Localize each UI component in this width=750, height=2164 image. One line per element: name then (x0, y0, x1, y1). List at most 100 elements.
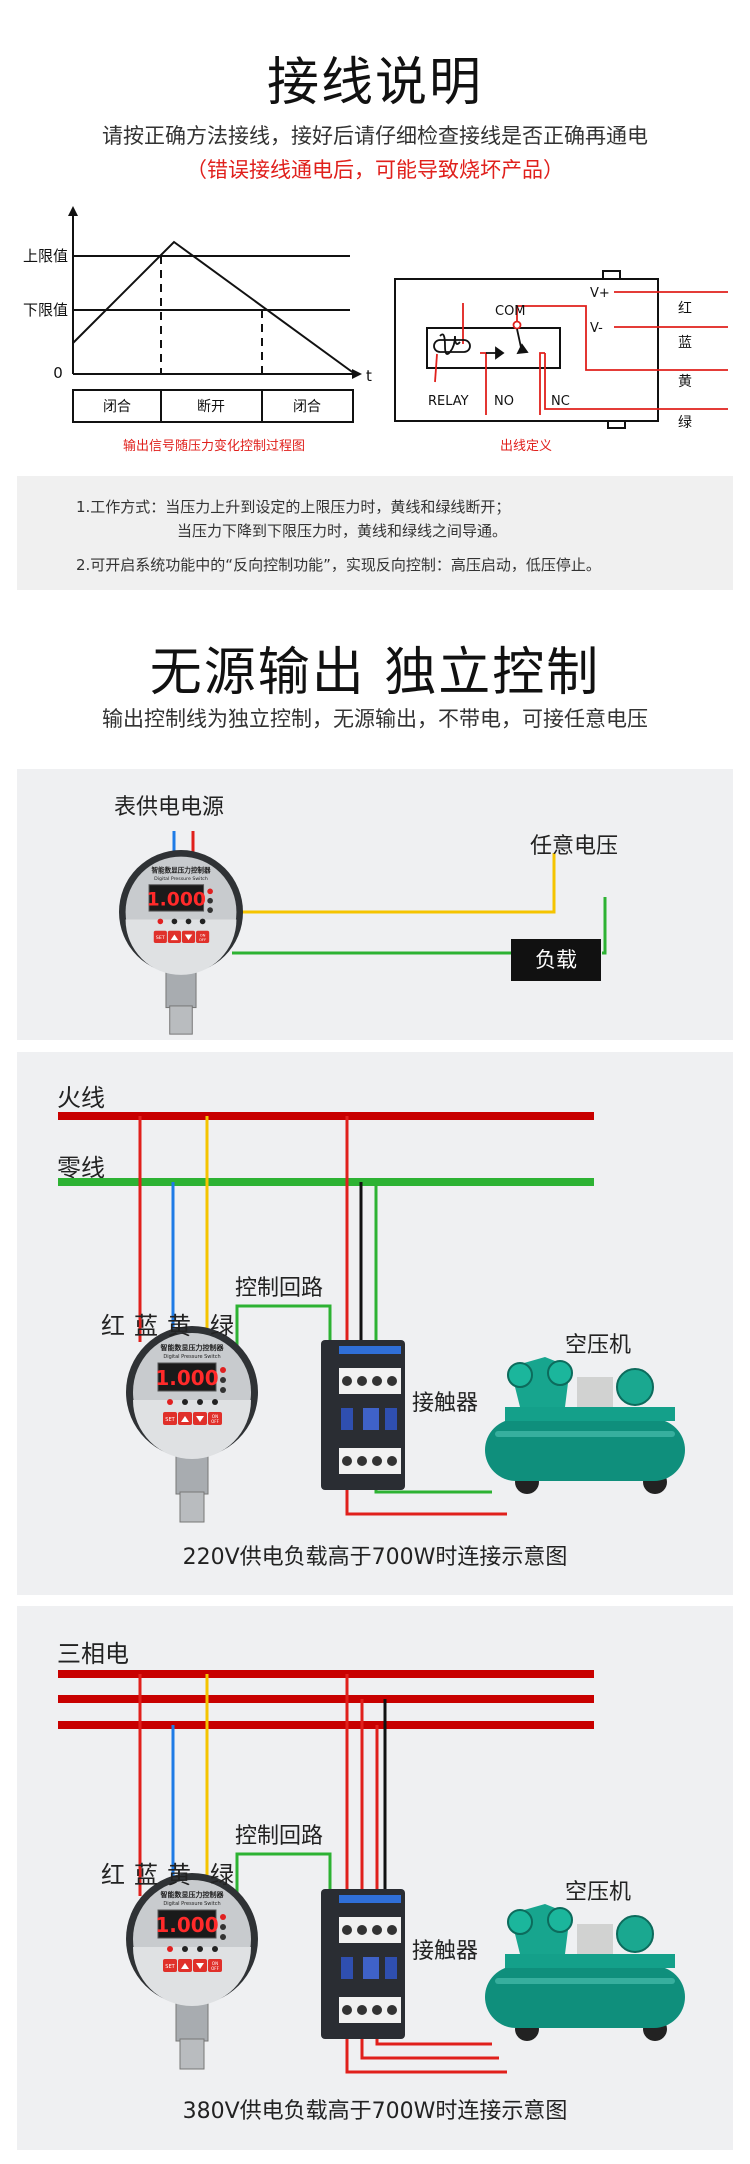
note-2: 2.可开启系统功能中的“反向控制功能”，实现反向控制：高压启动，低压停止。 (76, 556, 601, 574)
wire-red-label: 红 (678, 301, 692, 317)
vminus-label: V- (590, 321, 603, 336)
compressor-base (505, 1954, 675, 1968)
indicator-led (220, 1924, 226, 1930)
section2-subtitle: 输出控制线为独立控制，无源输出，不带电，可接任意电压 (102, 707, 648, 731)
compressor-label: 空压机 (565, 1333, 631, 1358)
gauge-reading: 1.000 (147, 889, 206, 910)
terminal-screw (342, 1376, 352, 1386)
wire-definition-caption: 出线定义 (500, 439, 552, 454)
gauge-display (157, 1362, 217, 1392)
onoff-button (208, 1959, 222, 1972)
set-button (153, 930, 167, 943)
control-loop-label: 控制回路 (235, 1824, 323, 1849)
gauge-thread (179, 1491, 205, 1523)
section2-title: 无源输出 独立控制 (149, 643, 601, 703)
note-1b: 当压力下降到下限压力时，黄线和绿线之间导通。 (177, 522, 508, 540)
lower-limit-label: 下限值 (23, 301, 68, 319)
electric-motor (616, 1368, 654, 1406)
zero-label: 0 (53, 364, 63, 382)
indicator-led (207, 888, 213, 895)
com-label: COM (495, 304, 526, 319)
neutral-label: 零线 (57, 1154, 105, 1182)
status-led (185, 918, 192, 925)
upper-limit-label: 上限值 (23, 247, 68, 265)
nc-label: NC (551, 394, 570, 409)
terminal-screw (357, 1456, 367, 1466)
air-compressor (485, 1357, 685, 1494)
indicator-led (207, 907, 213, 913)
blue-wire-label: 蓝 (134, 1312, 158, 1340)
gauge-display (148, 884, 205, 912)
gauge-reading: 1.000 (155, 1913, 218, 1937)
tank-highlight (495, 1431, 675, 1437)
belt-guard (577, 1924, 613, 1954)
up-arrow-icon (170, 934, 179, 941)
power-label: 表供电电源 (114, 795, 224, 820)
compressor-label: 空压机 (565, 1880, 631, 1905)
flywheel (507, 1909, 533, 1935)
contactor-button (385, 1408, 397, 1430)
gauge-model: Digital Pressure Switch (163, 1901, 220, 1907)
terminal-screw (342, 2005, 352, 2015)
set-label: SET (165, 1417, 175, 1423)
yellow-wire-label: 黄 (167, 1312, 191, 1340)
wire-blue-label: 蓝 (678, 335, 692, 351)
terminal-screw (357, 1376, 367, 1386)
belt-guard (577, 1377, 613, 1407)
state-closed-2: 闭合 (293, 399, 321, 415)
tank-highlight (495, 1978, 675, 1984)
onoff-button (196, 930, 210, 943)
red-wire-label: 红 (101, 1312, 125, 1340)
x-axis-arrow (352, 369, 362, 379)
pressure-curve (72, 240, 356, 375)
status-led (167, 1399, 173, 1405)
gauge-display (157, 1909, 217, 1939)
terminal-screw (342, 1925, 352, 1935)
warning-text: （错误接线通电后，可能导致烧坏产品） (186, 158, 564, 182)
air-tank (485, 1419, 685, 1481)
contactor-label: 接触器 (412, 1391, 478, 1416)
status-led (157, 918, 164, 925)
air-tank (485, 1966, 685, 2028)
wire-yellow-label: 黄 (678, 373, 692, 390)
off-label: OFF (211, 1966, 219, 1971)
t-label: t (366, 367, 372, 385)
indicator-led (207, 897, 213, 904)
control-loop-label: 控制回路 (235, 1276, 323, 1301)
gauge-brand: 智能数显压力控制器 (151, 866, 210, 875)
state-open: 断开 (197, 399, 225, 415)
terminal-screw (342, 1456, 352, 1466)
state-table (72, 389, 354, 423)
status-led (167, 1946, 173, 1952)
gauge-reading: 1.000 (155, 1366, 218, 1390)
gauge-lower-face (133, 1400, 251, 1459)
air-compressor (485, 1904, 685, 2041)
status-led (212, 1946, 218, 1952)
contactor-top-strip (339, 1895, 401, 1903)
status-led (197, 1399, 203, 1405)
caption-220v: 220V供电负载高于700W时连接示意图 (183, 1545, 568, 1570)
load-box (511, 939, 601, 981)
contactor-button (341, 1408, 353, 1430)
page-subtitle: 请按正确方法接线，接好后请仔细检查接线是否正确再通电 (102, 124, 648, 148)
no-label: NO (494, 394, 514, 409)
status-led (182, 1399, 188, 1405)
relay-label: RELAY (428, 394, 469, 409)
status-led (171, 918, 178, 925)
caption-380v: 380V供电负载高于700W时连接示意图 (183, 2099, 568, 2124)
status-led (197, 1946, 203, 1952)
flywheel (547, 1907, 573, 1933)
contactor-button (363, 1408, 379, 1430)
terminal-screw (387, 1376, 397, 1386)
contactor-top-strip (339, 1346, 401, 1354)
vplus-label: V+ (590, 286, 610, 301)
wire-green-label: 绿 (678, 415, 692, 431)
green-wire-label: 绿 (210, 1312, 234, 1340)
